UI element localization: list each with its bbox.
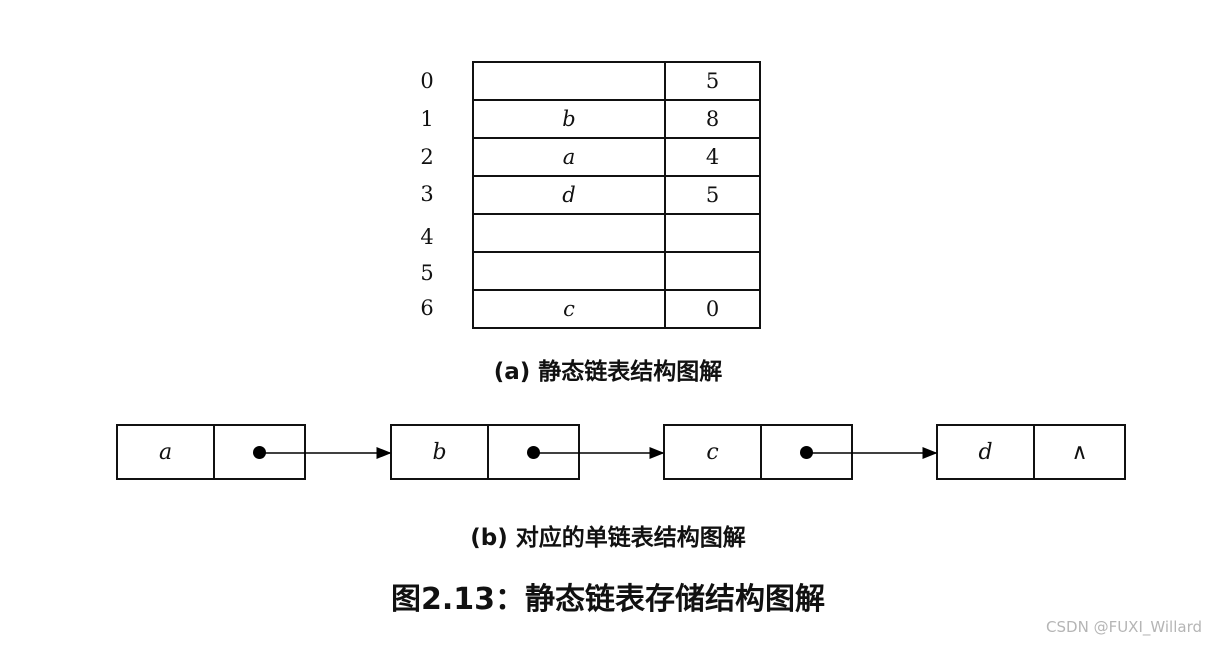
data-cell: c [472,289,666,329]
next-cell: 5 [664,61,761,101]
pointer-dot-icon [253,445,266,459]
caption-static-list: (a) 静态链表结构图解 [493,359,723,385]
node-data: b [392,426,489,478]
data-cell: b [472,99,666,139]
table-row: b 8 [472,99,761,139]
table-row: c 0 [472,289,761,329]
data-cell: d [472,175,666,215]
table-row [472,213,761,253]
null-pointer: ∧ [1071,439,1088,465]
row-index-5: 5 [420,261,434,285]
next-cell [664,213,761,253]
table-row [472,251,761,291]
next-cell: 4 [664,137,761,177]
row-index-0: 0 [420,69,434,93]
static-list-table: 5 b 8 a 4 d 5 c 0 [472,61,761,329]
row-index-1: 1 [420,107,434,131]
node-data: d [938,426,1035,478]
row-index-4: 4 [420,225,434,249]
row-index-3: 3 [420,182,434,206]
caption-linked-list: (b) 对应的单链表结构图解 [470,525,746,551]
data-cell [472,251,666,291]
row-index-2: 2 [420,145,434,169]
list-node-a: a [116,424,306,480]
data-cell [472,61,666,101]
next-cell: 5 [664,175,761,215]
node-pointer [489,426,578,478]
node-pointer [215,426,304,478]
node-data: a [118,426,215,478]
table-row: 5 [472,61,761,101]
node-data: c [665,426,762,478]
list-node-d: d ∧ [936,424,1126,480]
data-cell: a [472,137,666,177]
next-cell: 8 [664,99,761,139]
next-cell: 0 [664,289,761,329]
table-row: d 5 [472,175,761,215]
watermark: CSDN @FUXI_Willard [1046,618,1202,636]
pointer-dot-icon [527,445,540,459]
row-index-6: 6 [420,296,434,320]
next-cell [664,251,761,291]
data-cell [472,213,666,253]
pointer-dot-icon [800,445,813,459]
node-pointer [762,426,851,478]
figure-title: 图2.13：静态链表存储结构图解 [390,582,826,617]
table-row: a 4 [472,137,761,177]
